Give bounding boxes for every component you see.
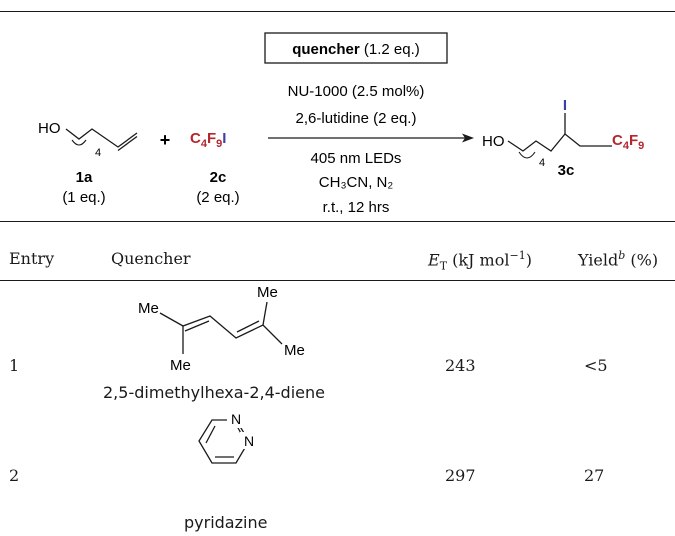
reactant-1a-bracket: [71, 139, 87, 146]
svg-text:Me: Me: [170, 357, 191, 374]
header-quencher: Quencher: [111, 249, 191, 268]
svg-text:Me: Me: [257, 284, 278, 301]
reactant-2c-formula: C4F9I: [190, 130, 226, 150]
product-formula: C4F9: [612, 132, 644, 152]
reactant-2c-label: 2c: [210, 169, 227, 186]
reaction-arrow-head: [462, 133, 474, 143]
scheme-bottom-rule: [0, 221, 675, 222]
top-rule: [0, 11, 675, 12]
table-row-2-entry: 2: [9, 466, 20, 485]
pyridazine-structure: N N: [198, 411, 257, 464]
solvent-text: CH₃CN, N₂: [319, 174, 394, 191]
table-row-2-name: pyridazine: [184, 513, 268, 532]
product-chain: [507, 133, 612, 152]
light-source-text: 405 nm LEDs: [311, 150, 402, 167]
time-text: r.t., 12 hrs: [323, 199, 390, 216]
quencher-label: quencher (1.2 eq.): [292, 41, 420, 58]
product-iodine: I: [563, 97, 567, 114]
reactant-1a-chain: [65, 128, 138, 148]
reactant-2c-eq: (2 eq.): [196, 189, 239, 206]
product-ho: HO: [482, 133, 505, 150]
svg-text:N: N: [231, 411, 241, 427]
product-subscript: 4: [539, 157, 545, 169]
table-row-2-et: 297: [445, 466, 476, 485]
product-bracket: [518, 151, 536, 159]
table-row-1-yield: <5: [584, 356, 608, 375]
svg-text:Me: Me: [284, 342, 305, 359]
header-rule: [0, 280, 675, 281]
product-label: 3c: [558, 162, 575, 179]
table-row-1-name: 2,5-dimethylhexa-2,4-diene: [103, 383, 325, 402]
table-row-1-entry: 1: [9, 356, 20, 375]
reactant-1a-subscript: 4: [95, 147, 101, 159]
svg-text:N: N: [244, 433, 254, 449]
base-text: 2,6-lutidine (2 eq.): [296, 110, 417, 127]
svg-text:Me: Me: [138, 300, 159, 317]
reactant-1a-ho: HO: [38, 120, 61, 137]
quencher-box: [264, 32, 448, 64]
reactant-1a-label: 1a: [76, 169, 93, 186]
table-row-1-et: 243: [445, 356, 476, 375]
header-yield: Yieldb (%): [578, 249, 659, 270]
catalyst-text: NU-1000 (2.5 mol%): [288, 83, 425, 100]
plus-sign: +: [160, 130, 171, 150]
header-et: ET (kJ mol−1): [428, 249, 532, 273]
diene-structure: Me Me Me Me: [138, 284, 305, 374]
reactant-1a-eq: (1 eq.): [62, 189, 105, 206]
header-entry: Entry: [9, 249, 55, 268]
table-row-2-yield: 27: [584, 466, 605, 485]
